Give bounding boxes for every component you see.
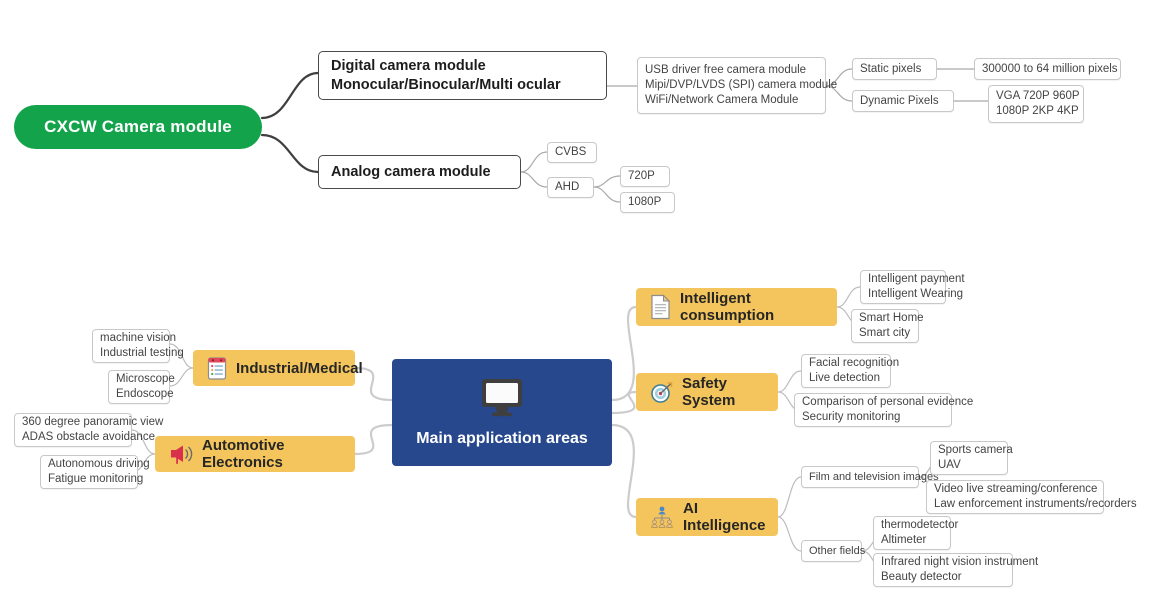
category-intelligent-consumption-label: Intelligent consumption [680, 290, 775, 324]
leaf-automotive-autonomous-label: Autonomous driving Fatigue monitoring [48, 458, 150, 485]
category-automotive-electronics-label: Automotive Electronics [202, 437, 285, 471]
org-people-icon [650, 505, 674, 529]
megaphone-icon [169, 443, 193, 465]
category-safety-system-label: Safety System [682, 375, 736, 409]
leaf-dynamic-pixels-value[interactable]: VGA 720P 960P 1080P 2KP 4KP [988, 85, 1084, 123]
leaf-video-live-streaming-label: Video live streaming/conference Law enfo… [934, 483, 1137, 510]
category-industrial-medical[interactable]: Industrial/Medical [193, 350, 363, 386]
leaf-ahd-1080p-label: 1080P [628, 196, 662, 208]
leaf-cvbs[interactable]: CVBS [547, 142, 597, 163]
leaf-industrial-microscope[interactable]: Microscope Endoscope [108, 370, 175, 404]
leaf-thermodetector-label: thermodetector Altimeter [881, 519, 959, 546]
leaf-industrial-machine-vision[interactable]: machine vision Industrial testing [92, 329, 184, 363]
leaf-dynamic-pixels-value-label: VGA 720P 960P 1080P 2KP 4KP [996, 90, 1080, 117]
target-icon [650, 381, 673, 404]
leaf-other-fields-label: Other fields [809, 545, 866, 557]
leaf-personal-evidence-label: Comparison of personal evidence Security… [802, 396, 974, 423]
root-node-main-application-areas-label: Main application areas [416, 430, 588, 447]
document-icon [650, 294, 671, 320]
leaf-automotive-autonomous[interactable]: Autonomous driving Fatigue monitoring [40, 455, 150, 489]
leaf-ahd[interactable]: AHD [547, 177, 594, 198]
category-ai-intelligence[interactable]: AI Intelligence [636, 498, 778, 536]
leaf-ahd-720p[interactable]: 720P [620, 166, 670, 187]
leaf-film-television-images-label: Film and television images [809, 471, 939, 483]
leaf-intelligent-payment[interactable]: Intelligent payment Intelligent Wearing [860, 270, 965, 304]
leaf-industrial-machine-vision-label: machine vision Industrial testing [100, 332, 184, 359]
leaf-video-live-streaming[interactable]: Video live streaming/conference Law enfo… [926, 480, 1137, 514]
leaf-intelligent-payment-label: Intelligent payment Intelligent Wearing [868, 273, 965, 300]
leaf-industrial-microscope-label: Microscope Endoscope [116, 373, 175, 400]
leaf-dynamic-pixels[interactable]: Dynamic Pixels [852, 90, 954, 112]
leaf-infrared-night-vision[interactable]: Infrared night vision instrument Beauty … [873, 553, 1038, 587]
leaf-smart-home-label: Smart Home Smart city [859, 312, 924, 339]
leaf-ahd-1080p[interactable]: 1080P [620, 192, 675, 213]
leaf-infrared-night-vision-label: Infrared night vision instrument Beauty … [881, 556, 1039, 583]
leaf-thermodetector[interactable]: thermodetector Altimeter [873, 516, 958, 550]
category-ai-intelligence-label: AI Intelligence [683, 500, 766, 534]
leaf-sports-camera-label: Sports camera UAV [938, 444, 1013, 471]
leaf-cvbs-label: CVBS [555, 146, 587, 158]
branch-digital-camera-module[interactable]: Digital camera module Monocular/Binocula… [318, 51, 607, 100]
leaf-ahd-label: AHD [555, 181, 580, 193]
branch-analog-camera-module[interactable]: Analog camera module [318, 155, 521, 189]
category-intelligent-consumption[interactable]: Intelligent consumption [636, 288, 837, 326]
leaf-static-pixels-label: Static pixels [860, 62, 922, 75]
leaf-digital-module-types[interactable]: USB driver free camera module Mipi/DVP/L… [637, 57, 837, 114]
leaf-static-pixels-value-label: 300000 to 64 million pixels [982, 62, 1118, 75]
leaf-smart-home[interactable]: Smart Home Smart city [851, 309, 924, 343]
root-node-camera-module-label: CXCW Camera module [44, 117, 232, 136]
leaf-film-television-images[interactable]: Film and television images [801, 466, 939, 488]
branch-analog-camera-module-label: Analog camera module [331, 163, 491, 180]
leaf-dynamic-pixels-label: Dynamic Pixels [860, 94, 939, 107]
leaf-other-fields[interactable]: Other fields [801, 540, 866, 562]
root-node-camera-module[interactable]: CXCW Camera module [14, 105, 262, 149]
leaf-facial-recognition-label: Facial recognition Live detection [809, 357, 900, 384]
leaf-facial-recognition[interactable]: Facial recognition Live detection [801, 354, 899, 388]
clipboard-icon [207, 356, 227, 380]
leaf-personal-evidence[interactable]: Comparison of personal evidence Security… [794, 393, 973, 427]
leaf-digital-module-types-label: USB driver free camera module Mipi/DVP/L… [645, 64, 838, 106]
branch-digital-camera-module-label: Digital camera module Monocular/Binocula… [331, 57, 561, 93]
monitor-icon [479, 377, 525, 422]
leaf-static-pixels-value[interactable]: 300000 to 64 million pixels [974, 58, 1121, 80]
category-industrial-medical-label: Industrial/Medical [236, 359, 363, 377]
leaf-static-pixels[interactable]: Static pixels [852, 58, 937, 80]
leaf-sports-camera[interactable]: Sports camera UAV [930, 441, 1013, 475]
leaf-ahd-720p-label: 720P [628, 170, 655, 182]
root-node-main-application-areas[interactable]: Main application areas [392, 359, 612, 466]
leaf-automotive-panoramic[interactable]: 360 degree panoramic view ADAS obstacle … [14, 413, 163, 447]
category-automotive-electronics[interactable]: Automotive Electronics [155, 436, 355, 472]
category-safety-system[interactable]: Safety System [636, 373, 778, 411]
leaf-automotive-panoramic-label: 360 degree panoramic view ADAS obstacle … [22, 416, 164, 443]
